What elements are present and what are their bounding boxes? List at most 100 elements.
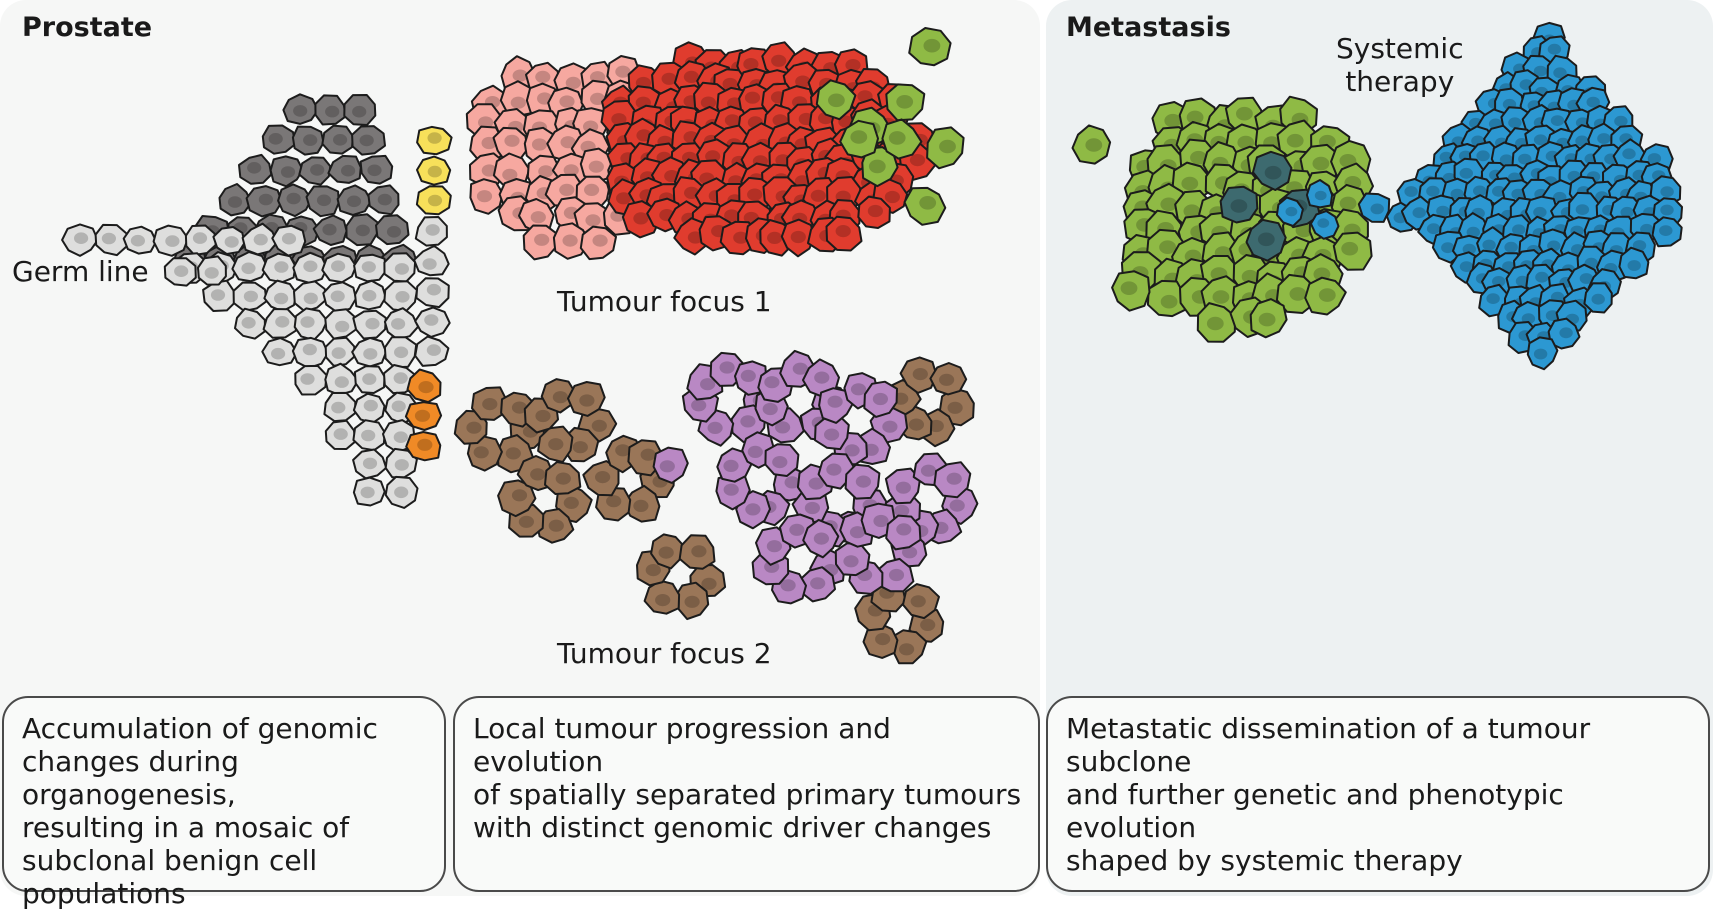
cell-nucleus [743, 58, 759, 71]
cell-nucleus [274, 261, 289, 273]
cell-nucleus [1660, 186, 1674, 198]
cell-nucleus [700, 96, 717, 109]
cell-nucleus [592, 234, 608, 247]
cell-nucleus [1640, 223, 1654, 235]
cell-nucleus [1212, 290, 1230, 304]
cell-nucleus [910, 595, 926, 608]
cell-nucleus [331, 347, 346, 359]
cell-nucleus [724, 114, 741, 127]
cell-nucleus [691, 399, 707, 412]
cell-nucleus [896, 95, 914, 109]
cell-nucleus [1160, 197, 1178, 212]
cell-nucleus [1164, 113, 1182, 128]
cell-nucleus [204, 267, 219, 279]
cell-nucleus [1466, 226, 1481, 238]
cell-nucleus [814, 371, 830, 384]
cell-nucleus [700, 378, 716, 391]
cell-nucleus [258, 193, 273, 206]
cell-nucleus [661, 72, 677, 85]
cell-nucleus [352, 105, 367, 118]
cell-nucleus [723, 483, 739, 496]
cell-nucleus [1659, 225, 1673, 237]
cell-nucleus [425, 224, 440, 236]
cell-nucleus [595, 471, 611, 484]
cell-nucleus [286, 192, 301, 205]
cell-nucleus [559, 95, 575, 108]
cell-nucleus [481, 136, 497, 150]
cell-nucleus [418, 381, 434, 394]
cell-nucleus [427, 165, 442, 178]
cell-nucleus [939, 373, 955, 386]
cell-nucleus [303, 134, 318, 146]
cell-nucleus [511, 401, 528, 414]
cell-nucleus [325, 105, 340, 118]
cell-nucleus [1314, 190, 1327, 201]
cell-nucleus [101, 232, 116, 245]
cell-nucleus [1286, 133, 1304, 148]
cell-nucleus [243, 290, 258, 303]
cell-nucleus [427, 194, 443, 207]
brown-tumour-cells [453, 356, 975, 665]
cell-nucleus [850, 130, 868, 144]
cell-nucleus [585, 214, 601, 227]
tumour-focus-1-label: Tumour focus 1 [557, 285, 772, 318]
cell-nucleus [868, 159, 886, 174]
cell-nucleus [482, 398, 498, 411]
blue-metastasis-cells [1275, 21, 1683, 371]
cell-nucleus [808, 477, 824, 490]
cell-nucleus [658, 546, 674, 559]
cell-nucleus [365, 317, 380, 330]
cell-nucleus [572, 441, 588, 454]
cell-nucleus [274, 292, 289, 305]
cell-nucleus [606, 495, 622, 508]
cell-nucleus [303, 292, 318, 305]
cell-nucleus [633, 499, 649, 512]
cell-nucleus [895, 481, 912, 494]
cell-nucleus [322, 223, 337, 236]
cell-nucleus [939, 139, 956, 154]
cell-nucleus [923, 38, 941, 53]
cell-nucleus [1186, 110, 1204, 125]
cell-nucleus [1486, 293, 1500, 304]
caption-box-metastatic-dissemination: Metastatic dissemination of a tumour sub… [1046, 696, 1710, 892]
cell-nucleus [271, 347, 286, 360]
cell-nucleus [563, 496, 579, 509]
cell-nucleus [165, 235, 180, 247]
caption-box-local-progression: Local tumour progression and evolution o… [453, 696, 1040, 892]
cell-nucleus [882, 420, 898, 433]
cell-nucleus [1575, 204, 1590, 216]
cell-nucleus [426, 344, 441, 356]
cell-nucleus [1533, 134, 1548, 146]
cell-nucleus [1559, 327, 1573, 339]
cell-nucleus [872, 392, 889, 406]
cell-nucleus [210, 289, 226, 301]
cell-nucleus [1236, 106, 1253, 121]
cell-nucleus [362, 457, 378, 470]
cell-nucleus [192, 232, 208, 244]
cell-nucleus [394, 486, 409, 499]
cell-nucleus [775, 421, 791, 434]
cell-nucleus [1512, 224, 1526, 236]
cell-nucleus [538, 165, 554, 178]
cell-nucleus [414, 409, 431, 422]
cell-nucleus [330, 290, 345, 303]
cell-nucleus [559, 183, 575, 196]
cell-nucleus [1441, 242, 1455, 254]
cell-nucleus [1586, 96, 1600, 108]
cell-nucleus [920, 464, 937, 477]
cell-nucleus [719, 361, 735, 374]
cell-nucleus [1264, 165, 1282, 180]
cell-nucleus [920, 618, 936, 632]
cell-nucleus [792, 362, 808, 375]
cell-nucleus [394, 263, 409, 275]
cell-nucleus [949, 499, 965, 512]
cell-nucleus [850, 383, 867, 396]
cell-nucleus [1190, 150, 1207, 165]
cell-nucleus [377, 193, 392, 206]
cell-nucleus [1230, 199, 1248, 213]
cell-nucleus [1295, 223, 1313, 238]
caption-local-progression: Local tumour progression and evolution o… [473, 712, 1022, 844]
cell-nucleus [804, 501, 821, 515]
cell-nucleus [476, 190, 493, 203]
cell-nucleus [723, 459, 739, 472]
